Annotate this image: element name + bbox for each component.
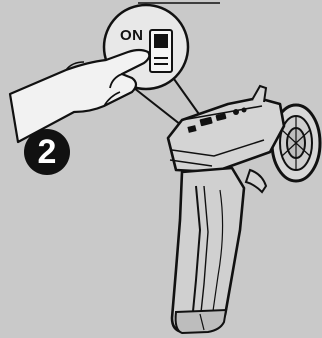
step-number-badge: 2 [24, 129, 70, 175]
power-switch-slider [154, 34, 168, 48]
switch-on-label: ON [120, 27, 144, 44]
hand-pointing-icon [10, 50, 149, 142]
remote-controller-icon [168, 86, 320, 333]
